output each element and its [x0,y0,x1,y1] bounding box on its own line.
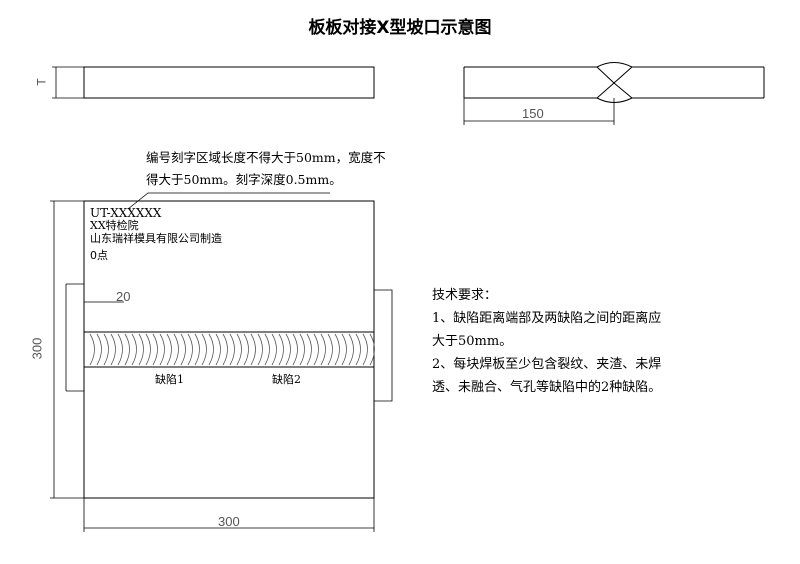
weld-ripple [278,333,284,366]
diagram-title: 板板对接X型坡口示意图 [308,18,492,38]
weld-ripple [299,333,305,366]
thickness-label: T [34,78,49,86]
tech-item2-line2: 透、未融合、气孔等缺陷中的2种缺陷。 [432,380,662,395]
right-bracket [374,289,393,402]
width-label: 300 [218,514,240,529]
weld-ripple [341,333,347,366]
weld-ripple [250,333,256,366]
weld-ripple [117,333,123,366]
plate-maker: 山东瑞祥模具有限公司制造 [90,232,222,245]
groove-width-label: 150 [522,106,544,121]
weld-ripple [257,333,263,366]
tech-item2-line1: 2、每块焊板至少包含裂纹、夹渣、未焊 [432,357,662,372]
defect2-label: 缺陷2 [272,373,301,386]
weld-ripple [285,333,291,366]
weld-ripple [145,333,151,366]
weld-ripple [229,333,235,366]
plate-inspector: XX特检院 [90,219,139,232]
engraving-note-line1: 编号刻字区域长度不得大于50mm，宽度不 [146,150,386,165]
weld-ripple [131,333,137,366]
weld-ripple [173,333,179,366]
weld-ripple [362,333,368,366]
weld-ripple [236,333,242,366]
weld-ripple [180,333,186,366]
weld-ripple [215,333,221,366]
weld-ripple [201,333,207,366]
tech-item1-line2: 大于50mm。 [432,334,513,349]
main-plate [83,200,375,499]
groove-view [463,62,765,103]
weld-ripple [222,333,228,366]
weld-ripple [89,333,95,366]
weld-ripple [138,333,144,366]
weld-ripple [334,333,340,366]
note-leader [127,192,330,210]
weld-ripple [166,333,172,366]
weld-ripple [292,333,298,366]
weld-ripple [243,333,249,366]
weld-ripple [348,333,354,366]
weld-ripple [152,333,158,366]
weld-ripple [306,333,312,366]
height-label: 300 [29,337,45,360]
weld-bead-ripples [89,333,375,366]
defect1-label: 缺陷1 [155,373,184,386]
tech-heading: 技术要求： [432,288,498,303]
weld-ripple [208,333,214,366]
weld-ripple [159,333,165,366]
weld-ripple [194,333,200,366]
weld-ripple [271,333,277,366]
weld-ripple [187,333,193,366]
weld-ripple [313,333,319,366]
weld-ripple [355,333,361,366]
weld-ripple [327,333,333,366]
weld-ripple [103,333,109,366]
weld-ripple [369,333,375,366]
weld-ripple [124,333,130,366]
weld-ripple [320,333,326,366]
weld-ripple [110,333,116,366]
zero-point-label: 0点 [90,249,108,262]
weld-ripple [96,333,102,366]
offset-label: 20 [116,289,131,304]
plate-serial: UT-XXXXXX [90,206,162,220]
engraving-note-line2: 得大于50mm。刻字深度0.5mm。 [146,172,342,187]
weld-ripple [264,333,270,366]
tech-item1-line1: 1、缺陷距离端部及两缺陷之间的距离应 [432,311,662,326]
side-view-plate [83,66,375,99]
